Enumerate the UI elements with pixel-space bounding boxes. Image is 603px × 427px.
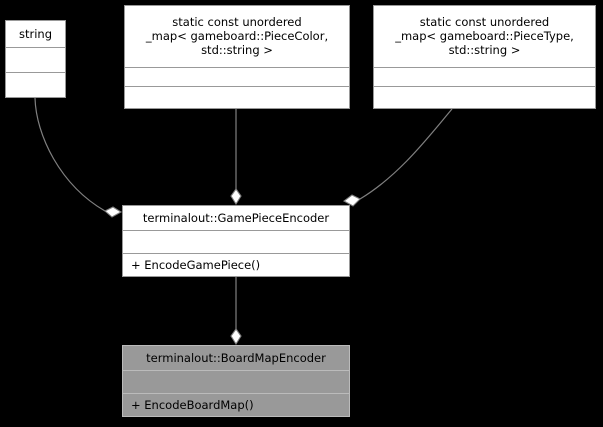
class-name-label: string [18,27,52,41]
edge-maptype-to-gamepiece [342,108,453,207]
class-name-label: static const unordered _map< gameboard::… [145,15,329,58]
class-operations-label: + EncodeBoardMap() [131,398,254,412]
edge-mapcolor-to-gamepiece [230,109,242,206]
class-operations-compartment [6,72,65,97]
open-diamond-marker [230,188,242,206]
class-operations-compartment: + EncodeBoardMap() [123,393,349,416]
class-operations-compartment [374,86,595,108]
class-attributes-compartment [6,47,65,72]
open-diamond-marker [230,328,242,346]
class-name-label: terminalout::BoardMapEncoder [146,351,326,365]
class-box-string[interactable]: string [5,20,66,98]
class-name-label: terminalout::GamePieceEncoder [142,211,330,225]
class-name-compartment: terminalout::GamePieceEncoder [123,206,349,230]
edge-string-to-gamepiece [34,97,123,218]
class-attributes-compartment [125,66,349,87]
class-operations-compartment: + EncodeGamePiece() [123,253,349,276]
class-operations-label: + EncodeGamePiece() [131,258,261,272]
class-attributes-compartment [123,370,349,393]
class-box-gamepiece-encoder[interactable]: terminalout::GamePieceEncoder + EncodeGa… [122,205,350,277]
class-name-compartment: static const unordered _map< gameboard::… [374,6,595,67]
class-box-unordered-map-piececolor[interactable]: static const unordered _map< gameboard::… [124,5,350,109]
class-attributes-compartment [374,66,595,87]
class-name-compartment: string [6,21,65,47]
class-operations-compartment [125,86,349,108]
class-name-label: static const unordered _map< gameboard::… [395,15,574,58]
class-name-compartment: static const unordered _map< gameboard::… [125,6,349,67]
open-diamond-marker [104,206,123,218]
class-box-unordered-map-piecetype[interactable]: static const unordered _map< gameboard::… [373,5,596,109]
edge-gamepiece-to-boardmap [230,277,242,346]
class-box-boardmap-encoder[interactable]: terminalout::BoardMapEncoder + EncodeBoa… [122,345,350,417]
class-name-compartment: terminalout::BoardMapEncoder [123,346,349,370]
class-attributes-compartment [123,230,349,253]
